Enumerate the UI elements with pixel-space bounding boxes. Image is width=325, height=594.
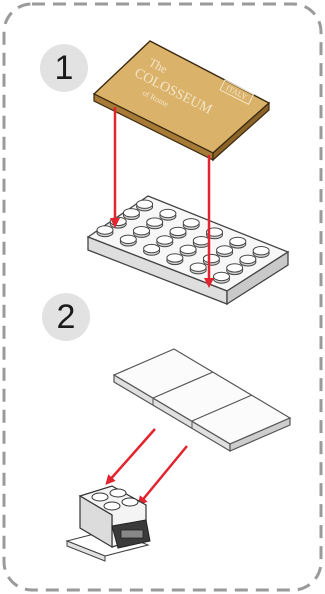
white-bracket-piece-icon [67, 486, 150, 561]
plate-stud [214, 272, 230, 280]
plate-stud [203, 254, 219, 262]
plate-stud [170, 227, 186, 235]
plate-stud [147, 218, 163, 226]
plate-stud [137, 200, 153, 208]
plate-stud [253, 247, 269, 255]
red-arrow-icon [108, 429, 155, 482]
red-arrow-icon [140, 446, 187, 503]
plate-stud [144, 244, 160, 252]
plate-stud [180, 245, 196, 253]
plate-stud [183, 219, 199, 227]
plate-stud [160, 209, 176, 217]
plate-stud [240, 255, 256, 263]
white-tile-set-icon [114, 349, 290, 451]
plate-stud [227, 264, 243, 272]
plate-stud [190, 263, 206, 271]
plate-stud [97, 226, 113, 234]
plate-stud [120, 235, 136, 243]
plate-stud [217, 246, 233, 254]
plate-stud [134, 227, 150, 235]
plate-stud [110, 217, 126, 225]
plate-stud [193, 237, 209, 245]
plate-stud [230, 237, 246, 245]
white-plate-icon [88, 196, 288, 304]
plate-stud [123, 209, 139, 217]
gold-printed-tile-icon: The COLOSSEUM of Rome ITALY [94, 41, 269, 160]
plate-stud [167, 254, 183, 262]
plate-stud [157, 236, 173, 244]
